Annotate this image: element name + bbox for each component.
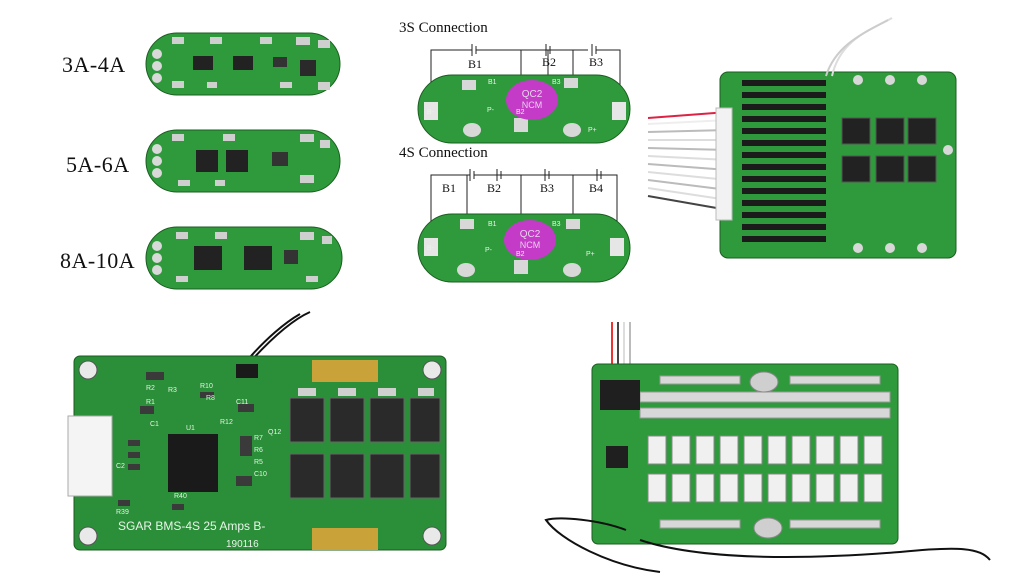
svg-text:B2: B2: [516, 109, 525, 116]
svg-text:R12: R12: [220, 419, 233, 426]
svg-text:B-: B-: [427, 245, 435, 252]
svg-text:C1: C1: [150, 421, 159, 428]
svg-text:Q12: Q12: [268, 429, 281, 436]
svg-text:B1: B1: [488, 79, 497, 86]
svg-text:B3: B3: [552, 221, 561, 228]
chip-4s-line2: NCM: [520, 240, 541, 250]
cell-3s-b1: B1: [468, 57, 482, 71]
connection-3s-diagram: B1 B2 B3 QC2 NCM B- P- B2 B1 B3 P+: [417, 44, 631, 144]
svg-text:B2: B2: [516, 251, 525, 258]
svg-text:P-: P-: [487, 107, 495, 114]
svg-text:U1: U1: [186, 425, 195, 432]
svg-text:R8: R8: [206, 395, 215, 402]
bms-4s-silkscreen: SGAR BMS-4S 25 Amps B-: [118, 519, 265, 533]
svg-text:C11: C11: [236, 399, 248, 406]
svg-text:R1: R1: [146, 399, 155, 406]
chip-4s-line1: QC2: [520, 229, 541, 240]
svg-text:P+: P+: [586, 251, 595, 258]
chip-3s-line1: QC2: [522, 89, 543, 100]
svg-text:R10: R10: [200, 383, 213, 390]
svg-text:P-: P-: [485, 247, 493, 254]
svg-text:R40: R40: [174, 493, 187, 500]
svg-text:R3: R3: [168, 387, 177, 394]
rating-label-3a-4a: 3A-4A: [62, 52, 126, 77]
cell-4s-b3: B3: [540, 181, 554, 195]
pcb-sgar-bms-4s: R2 R3 R1 R10 R8 C1 C2 C11 R12 R7 R6 R5 C…: [67, 311, 447, 551]
svg-text:R5: R5: [254, 459, 263, 466]
chip-3s-line2: NCM: [522, 100, 543, 110]
connection-4s-diagram: B1 B2 B3 B4 QC2 NCM B- P- B2 B1 B3 P+: [417, 169, 631, 283]
svg-text:B-: B-: [427, 109, 435, 116]
svg-text:B1: B1: [488, 221, 497, 228]
svg-text:B3: B3: [552, 79, 561, 86]
pcb-bms-large: [544, 322, 991, 573]
cell-3s-b3: B3: [589, 55, 603, 69]
pcb-3a-4a: [145, 32, 341, 96]
connection-4s-title: 4S Connection: [399, 145, 488, 161]
svg-text:R6: R6: [254, 447, 263, 454]
cell-4s-b2: B2: [487, 181, 501, 195]
svg-text:R39: R39: [116, 509, 129, 516]
pcb-5a-6a: [145, 129, 341, 193]
svg-text:P+: P+: [588, 127, 597, 134]
rating-label-5a-6a: 5A-6A: [66, 152, 130, 177]
svg-text:C2: C2: [116, 463, 125, 470]
cell-4s-b4: B4: [589, 181, 603, 195]
pcb-bms-ribbon: [647, 17, 957, 259]
svg-text:R7: R7: [254, 435, 263, 442]
cell-3s-b2: B2: [542, 55, 556, 69]
rating-label-8a-10a: 8A-10A: [60, 248, 136, 273]
pcb-8a-10a: [145, 226, 343, 290]
bms-4s-date-code: 190116: [226, 539, 259, 550]
svg-text:R2: R2: [146, 385, 155, 392]
cell-4s-b1: B1: [442, 181, 456, 195]
connection-3s-title: 3S Connection: [399, 20, 488, 36]
svg-text:C10: C10: [254, 471, 267, 478]
